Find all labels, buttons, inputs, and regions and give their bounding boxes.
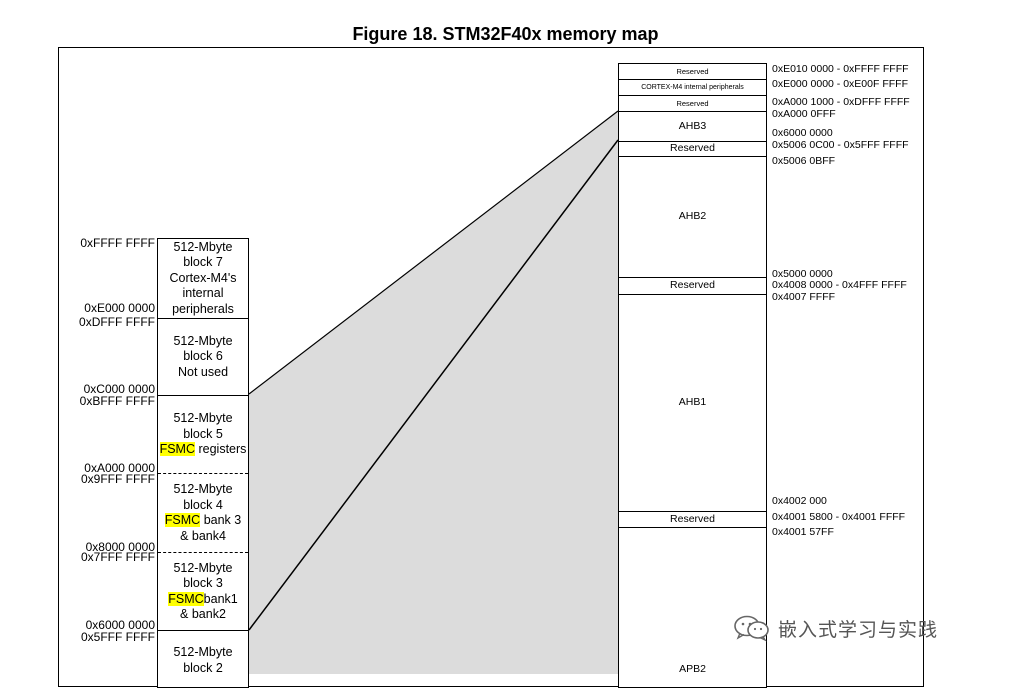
block-5: 512-Mbyte block 5 FSMC registers <box>158 395 248 473</box>
right-memory-column: Reserved CORTEX-M4 internal peripherals … <box>618 63 767 688</box>
left-address: 0xBFFF FFFF <box>79 394 155 408</box>
block-4-line: bank 3 <box>203 513 242 527</box>
right-address: 0x5006 0BFF <box>772 155 836 167</box>
region-ahb1: AHB1 <box>619 294 766 511</box>
region-reserved: Reserved <box>619 511 766 527</box>
block-3-line: block 3 <box>183 576 223 590</box>
block-6: 512-Mbyte block 6 Not used <box>158 318 248 395</box>
wedge-fill <box>249 111 618 674</box>
left-address: 0xE000 0000 <box>84 301 155 315</box>
region-ahb3: AHB3 <box>619 111 766 141</box>
block-7-line: Cortex-M4's <box>169 270 237 285</box>
block-5-line: block 5 <box>183 426 223 441</box>
left-address: 0xA000 0000 <box>84 461 155 475</box>
fsmc-highlight: FSMC <box>164 513 201 527</box>
block-2-line: block 2 <box>183 660 223 675</box>
right-address: 0x4007 FFFF <box>772 291 836 303</box>
block-7-line: peripherals <box>172 301 234 316</box>
block-5-line: registers <box>198 442 247 457</box>
fsmc-highlight: FSMC <box>168 591 204 606</box>
right-address: 0xE010 0000 - 0xFFFF FFFF <box>772 63 909 75</box>
block-2: 512-Mbyte block 2 <box>158 630 248 689</box>
figure-title: Figure 18. STM32F40x memory map <box>352 24 659 44</box>
expansion-wedge <box>248 110 619 674</box>
region-cortex-m4-peripherals: CORTEX-M4 internal peripherals <box>619 79 766 95</box>
right-address: 0x4002 000 <box>772 495 827 507</box>
left-memory-column: 512-Mbyte block 7 Cortex-M4's internal p… <box>157 238 249 688</box>
right-address: 0x4008 0000 - 0x4FFF FFFF <box>772 279 907 291</box>
wedge-top-line <box>248 110 619 395</box>
left-address: 0x6000 0000 <box>85 618 155 632</box>
block-7-line: 512-Mbyte <box>173 239 233 254</box>
block-4: 512-Mbyte block 4 FSMC bank 3 & bank4 <box>158 473 248 552</box>
block-4-line: & bank4 <box>180 528 226 543</box>
fsmc-highlight: FSMC <box>159 442 195 457</box>
block-6-line: Not used <box>177 364 229 379</box>
block-7-line: block 7 <box>183 255 223 270</box>
left-address: 0xDFFF FFFF <box>79 315 155 329</box>
left-address: 0xFFFF FFFF <box>80 236 155 250</box>
block-3-line: bank1 <box>203 591 238 606</box>
block-6-line: 512-Mbyte <box>173 333 233 348</box>
block-7-line: internal <box>182 286 224 301</box>
left-address: 0x9FFF FFFF <box>81 472 155 486</box>
block-6-line: block 6 <box>183 349 223 364</box>
left-address: 0x8000 0000 <box>85 540 155 554</box>
right-address: 0xA000 1000 - 0xDFFF FFFF <box>772 96 910 108</box>
region-reserved: Reserved <box>619 141 766 156</box>
right-address: 0xA000 0FFF <box>772 108 836 120</box>
left-address: 0x5FFF FFFF <box>81 630 155 644</box>
region-ahb2: AHB2 <box>619 156 766 277</box>
block-4-line: 512-Mbyte <box>173 482 233 496</box>
block-3-line: 512-Mbyte <box>173 560 233 575</box>
region-reserved: Reserved <box>619 95 766 111</box>
region-reserved: Reserved <box>619 277 766 294</box>
right-address: 0x5000 0000 <box>772 268 833 280</box>
block-3: 512-Mbyte block 3 FSMCbank1 & bank2 <box>158 552 248 630</box>
block-4-line: block 4 <box>183 497 223 512</box>
right-address: 0xE000 0000 - 0xE00F FFFF <box>772 78 908 90</box>
right-address: 0x6000 0000 <box>772 127 833 139</box>
wechat-watermark: 嵌入式学习与实践 <box>732 614 938 642</box>
block-3-line: & bank2 <box>180 607 226 621</box>
wechat-icon <box>734 615 769 642</box>
watermark-text: 嵌入式学习与实践 <box>778 619 939 641</box>
region-reserved: Reserved <box>676 66 709 76</box>
right-address: 0x5006 0C00 - 0x5FFF FFFF <box>772 139 909 151</box>
left-address: 0xC000 0000 <box>83 382 155 396</box>
right-address: 0x4001 5800 - 0x4001 FFFF <box>772 511 906 523</box>
region-apb2: APB2 <box>619 527 766 689</box>
wedge-bottom-line <box>248 139 619 631</box>
block-5-line: 512-Mbyte <box>173 411 233 426</box>
block-2-line: 512-Mbyte <box>173 645 233 659</box>
left-address: 0x7FFF FFFF <box>81 550 155 564</box>
block-7: 512-Mbyte block 7 Cortex-M4's internal p… <box>158 239 248 318</box>
right-address: 0x4001 57FF <box>772 526 834 538</box>
